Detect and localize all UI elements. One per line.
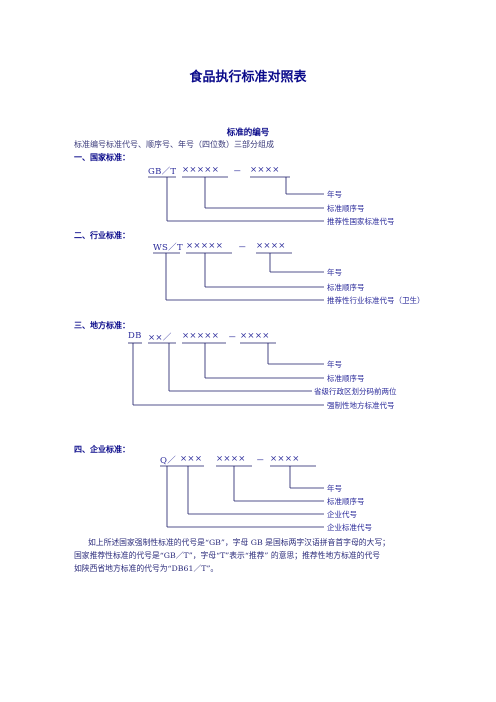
label-year-national: 年号 [327,190,342,199]
label-org-enterprise: 企业代号 [327,510,357,519]
code-year-industry: ×××× [256,241,286,251]
code-seq-industry: ××××× [186,241,224,251]
code-seq-local: ××××× [182,331,220,341]
label-code-local: 强制性地方标准代号 [327,401,395,410]
label-year-industry: 年号 [327,268,342,277]
code-region-local: ××／ [148,333,172,343]
code-prefix-industry: WS／T [153,243,183,253]
label-seq-industry: 标准顺序号 [327,283,365,292]
page-title: 食品执行标准对照表 [189,70,307,85]
section-subtitle: 标准的编号 [226,128,270,138]
description-text: 标准编号标准代号、顺序号、年号（四位数）三部分组成 [74,140,274,149]
paragraph-line: 国家推荐性标准的代号是“GB／T”，字母“T”表示“推荐” 的意思；推荐性地方标… [74,551,381,560]
code-prefix-local: DB [128,331,142,341]
section-heading-enterprise: 四、企业标准： [74,445,130,454]
code-dash-national: － [233,167,242,177]
label-seq-enterprise: 标准顺序号 [327,497,365,506]
code-dash-industry: － [238,243,247,253]
label-region-local: 省级行政区划分码前两位 [314,387,397,396]
code-org-enterprise: ××× [180,454,203,464]
code-year-enterprise: ×××× [270,454,300,464]
label-seq-local: 标准顺序号 [327,374,365,383]
label-year-local: 年号 [327,360,342,369]
code-prefix-enterprise: Q／ [160,456,177,466]
label-year-enterprise: 年号 [327,484,342,493]
paragraph-line: 如上所述国家强制性标准的代号是“GB”，字母 GB 是国标两字汉语拼音首字母的大… [88,538,390,547]
section-heading-national: 一、国家标准： [74,153,130,162]
paragraph-line: 如陕西省地方标准的代号为“DB61／T”。 [74,564,219,573]
code-seq-enterprise: ×××× [216,454,246,464]
section-heading-local: 三、地方标准： [74,321,130,330]
label-code-national: 推荐性国家标准代号 [327,217,395,226]
code-dash-enterprise: － [256,456,265,466]
label-seq-national: 标准顺序号 [327,204,365,213]
section-heading-industry: 二、行业标准： [74,231,130,240]
label-code-enterprise: 企业标准代号 [327,523,372,532]
code-year-local: ×××× [240,331,270,341]
code-seq-national: ××××× [182,165,220,175]
label-code-industry: 推荐性行业标准代号（卫生） [327,296,425,305]
code-dash-local: － [228,333,237,343]
code-year-national: ×××× [250,165,280,175]
code-prefix-national: GB／T [148,167,177,177]
